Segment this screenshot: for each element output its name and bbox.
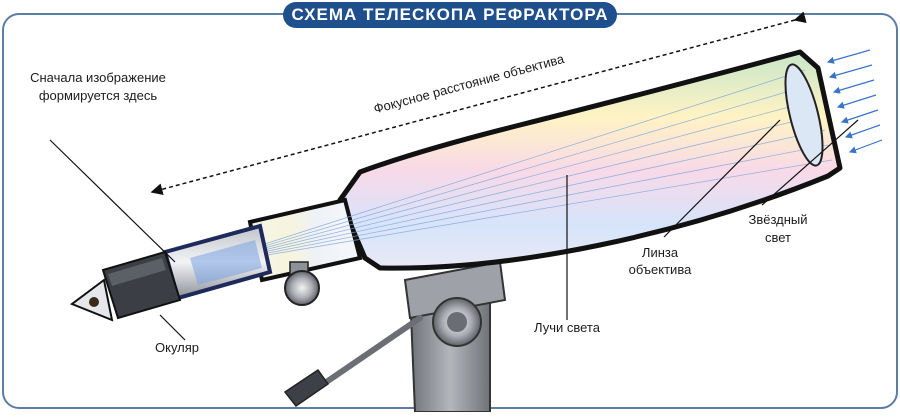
starlight-label-line2: свет <box>765 230 791 245</box>
starlight-arrows <box>826 49 883 154</box>
eyepiece <box>69 223 273 322</box>
focus-knob-icon <box>284 270 320 306</box>
eyepiece-label: Окуляр <box>155 340 199 355</box>
page-title: СХЕМА ТЕЛЕСКОПА РЕФРАКТОРА <box>283 2 617 28</box>
starlight-label-line1: Звёздный <box>748 212 807 227</box>
handle-grip <box>283 368 330 408</box>
callout-lines <box>49 119 859 341</box>
focus-knob <box>284 261 320 306</box>
objective-lens-label-line1: Линза <box>642 245 679 260</box>
light-rays-label: Лучи света <box>534 320 601 335</box>
first-image-label-line1: Сначала изображение <box>30 70 166 85</box>
focal-length-arrow <box>150 11 807 196</box>
first-image-label-line2: формируется здесь <box>39 88 158 103</box>
objective-lens-label-line2: объектива <box>629 262 692 277</box>
